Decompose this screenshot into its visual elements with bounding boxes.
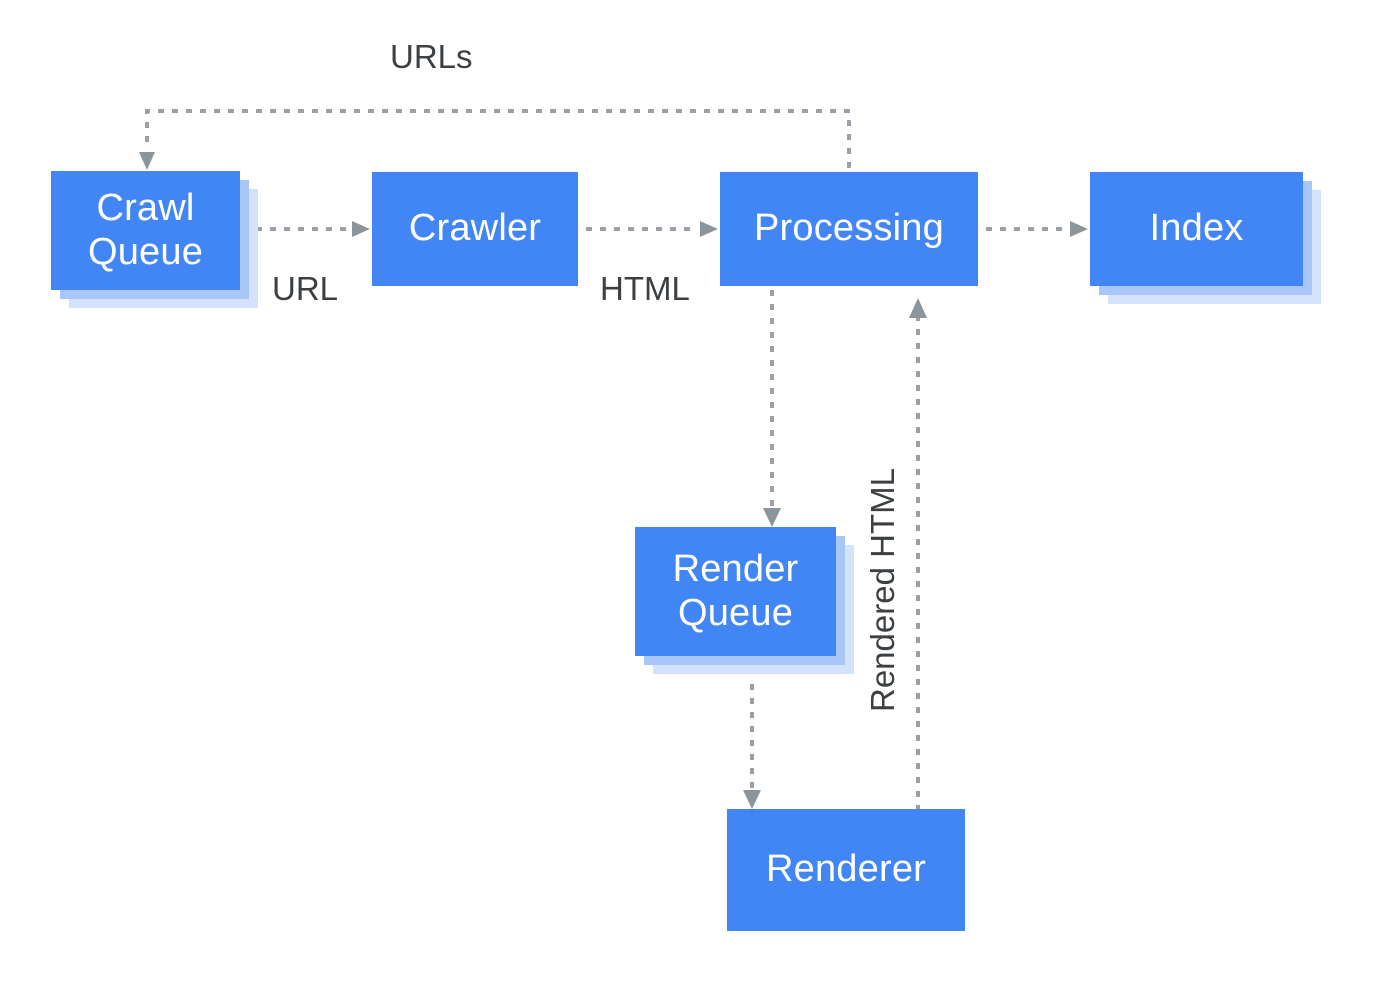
edge-crawler-to-processing	[586, 221, 718, 237]
index-label: Index	[1149, 207, 1244, 250]
node-renderer[interactable]: Renderer	[727, 809, 965, 931]
edge-label-html: HTML	[600, 270, 690, 307]
crawl-queue-face: Crawl Queue	[51, 171, 240, 290]
crawl-queue-label: Crawl Queue	[87, 187, 204, 273]
node-crawl-queue[interactable]: Crawl Queue	[51, 171, 258, 308]
node-render-queue[interactable]: Render Queue	[635, 527, 854, 674]
render-queue-label: Render Queue	[672, 548, 799, 634]
processing-label: Processing	[754, 207, 944, 250]
renderer-face: Renderer	[727, 809, 965, 931]
edge-processing-to-crawl-queue	[139, 109, 851, 170]
renderer-label: Renderer	[765, 848, 927, 891]
node-processing[interactable]: Processing	[720, 172, 978, 286]
edge-renderer-to-processing	[909, 298, 927, 811]
edge-processing-to-render-queue	[763, 290, 781, 527]
crawler-face: Crawler	[372, 172, 578, 286]
edge-label-urls: URLs	[390, 38, 473, 75]
edge-processing-to-index	[986, 221, 1088, 237]
edge-crawl-queue-to-crawler	[256, 221, 370, 237]
edge-label-url: URL	[272, 270, 339, 307]
processing-face: Processing	[720, 172, 978, 286]
edge-render-queue-to-renderer	[743, 684, 761, 809]
index-face: Index	[1090, 172, 1303, 286]
crawler-label: Crawler	[408, 207, 542, 250]
edge-label-rendered-html: Rendered HTML	[864, 468, 901, 712]
node-index[interactable]: Index	[1090, 172, 1321, 304]
node-crawler[interactable]: Crawler	[372, 172, 578, 286]
render-queue-face: Render Queue	[635, 527, 836, 656]
